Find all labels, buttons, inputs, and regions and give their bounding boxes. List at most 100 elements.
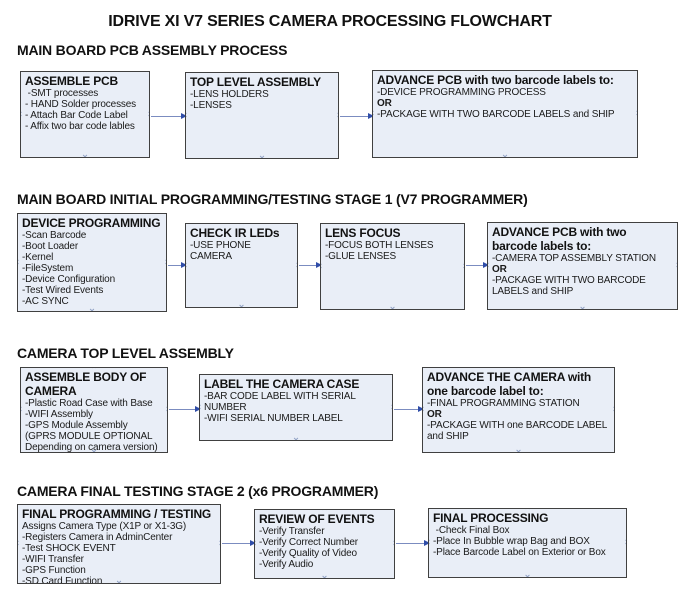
box-line: OR xyxy=(377,98,392,109)
connection-point-icon: × xyxy=(164,405,167,414)
box-line: -Place In Bubble wrap Bag and BOX xyxy=(433,536,590,547)
flow-arrow xyxy=(222,540,256,546)
connection-point-icon: × xyxy=(146,109,149,119)
connection-point-icon: × xyxy=(461,261,464,271)
box-line: -PACKAGE WITH TWO BARCODE LABELS and SHI… xyxy=(377,109,615,120)
box-line: -Boot Loader xyxy=(22,241,79,252)
box-review-of-events: REVIEW OF EVENTS -Verify Transfer -Verif… xyxy=(254,509,395,579)
arrowhead-icon xyxy=(181,113,187,119)
page-title: IDRIVE XI V7 SERIES CAMERA PROCESSING FL… xyxy=(108,13,552,30)
flow-arrow xyxy=(299,262,322,268)
connection-point-icon: × xyxy=(502,152,508,158)
box-line: - HAND Solder processes xyxy=(25,99,137,110)
flow-arrow xyxy=(151,113,187,119)
box-line: -Kernel xyxy=(22,252,54,263)
connection-point-icon: × xyxy=(389,304,396,310)
box-title: LABEL THE CAMERA CASE xyxy=(204,377,360,391)
box-title: ADVANCE PCB with two barcode labels to: xyxy=(492,225,627,253)
arrowhead-icon xyxy=(483,262,489,268)
box-line: -USE PHONE CAMERA xyxy=(190,240,254,262)
box-line: -PACKAGE WITH one BARCODE LABEL and SHIP xyxy=(427,420,610,442)
arrowhead-icon xyxy=(368,113,374,119)
box-line: Depending on camera version) xyxy=(25,442,158,453)
box-line: -GLUE LENSES xyxy=(325,251,397,262)
box-line: -FileSystem xyxy=(22,263,74,274)
box-final-programming-testing: FINAL PROGRAMMING / TESTING Assigns Came… xyxy=(17,504,221,584)
connection-point-icon: × xyxy=(200,402,203,412)
connection-point-icon: × xyxy=(163,257,166,267)
box-line: -AC SYNC xyxy=(22,296,69,307)
box-line: -Test SHOCK EVENT xyxy=(22,543,116,554)
connection-point-icon: × xyxy=(21,405,24,414)
box-advance-pcb-2: ADVANCE PCB with two barcode labels to: … xyxy=(487,222,678,310)
box-line: -LENSES xyxy=(190,100,232,111)
box-line: - Attach Bar Code Label xyxy=(25,110,128,121)
box-device-programming: DEVICE PROGRAMMING -Scan Barcode -Boot L… xyxy=(17,213,167,312)
box-title: TOP LEVEL ASSEMBLY xyxy=(190,75,321,89)
box-assemble-body: ASSEMBLE BODY OF CAMERA -Plastic Road Ca… xyxy=(20,367,168,453)
box-line: -Scan Barcode xyxy=(22,230,87,241)
box-top-level-assembly: TOP LEVEL ASSEMBLY -LENS HOLDERS -LENSES… xyxy=(185,72,339,159)
connection-point-icon: × xyxy=(293,435,299,441)
box-line: Assigns Camera Type (X1P or X1-3G) xyxy=(22,521,187,532)
arrowhead-icon xyxy=(424,540,430,546)
connection-point-icon: × xyxy=(186,110,189,120)
box-advance-camera: ADVANCE THE CAMERA with one barcode labe… xyxy=(422,367,615,453)
box-title: FINAL PROCESSING xyxy=(433,511,549,525)
section-heading-final-testing: CAMERA FINAL TESTING STAGE 2 (x6 PROGRAM… xyxy=(17,483,379,499)
connection-point-icon: × xyxy=(18,539,21,548)
box-line: (GPRS MODULE OPTIONAL xyxy=(25,431,153,442)
box-line: -GPS Module Assembly xyxy=(25,420,128,431)
box-line: -FOCUS BOTH LENSES xyxy=(325,240,434,251)
section-heading-pcb-assembly: MAIN BOARD PCB ASSEMBLY PROCESS xyxy=(17,42,288,58)
flow-arrow xyxy=(340,113,374,119)
connection-point-icon: × xyxy=(524,572,531,578)
box-line: -Registers Camera in AdminCenter xyxy=(22,532,173,543)
section-heading-camera-top-assembly: CAMERA TOP LEVEL ASSEMBLY xyxy=(17,345,234,361)
box-line: -PACKAGE WITH TWO BARCODE LABELS and SHI… xyxy=(492,275,649,297)
box-line: -Verify Correct Number xyxy=(259,537,358,548)
connection-point-icon: × xyxy=(238,302,245,308)
box-line: -FINAL PROGRAMMING STATION xyxy=(427,398,580,409)
box-line: -SMT processes xyxy=(25,88,99,99)
box-line: -Verify Transfer xyxy=(259,526,325,537)
connection-point-icon: × xyxy=(579,304,586,310)
box-line: -Plastic Road Case with Base xyxy=(25,398,153,409)
box-title: ADVANCE THE CAMERA with one barcode labe… xyxy=(427,370,592,398)
box-line: -Verify Quality of Video xyxy=(259,548,357,559)
box-line: -Verify Audio xyxy=(259,559,314,570)
box-title: REVIEW OF EVENTS xyxy=(259,512,375,526)
box-line: -Check Final Box xyxy=(433,525,510,536)
box-advance-pcb-1: ADVANCE PCB with two barcode labels to: … xyxy=(372,70,638,158)
connection-point-icon: × xyxy=(515,447,522,453)
flow-arrow xyxy=(466,262,489,268)
connection-point-icon: × xyxy=(634,109,637,118)
box-check-ir-leds: CHECK IR LEDs -USE PHONE CAMERA ×××× xyxy=(185,223,298,308)
arrowhead-icon xyxy=(250,540,256,546)
connection-point-icon: × xyxy=(89,306,95,312)
connection-point-icon: × xyxy=(259,153,265,159)
box-line: - Affix two bar code lables xyxy=(25,121,135,132)
box-label-camera-case: LABEL THE CAMERA CASE -BAR CODE LABEL WI… xyxy=(199,374,393,441)
flow-arrow xyxy=(168,262,187,268)
box-line: -DEVICE PROGRAMMING PROCESS xyxy=(377,87,546,98)
connection-point-icon: × xyxy=(611,405,614,414)
connection-point-icon: × xyxy=(423,405,426,414)
box-line: -Place Barcode Label on Exterior or Box xyxy=(433,547,606,558)
box-line: -GPS Function xyxy=(22,565,86,576)
connection-point-icon: × xyxy=(18,257,21,267)
box-line: -CAMERA TOP ASSEMBLY STATION xyxy=(492,253,656,264)
connection-point-icon: × xyxy=(321,261,324,271)
box-title: CHECK IR LEDs xyxy=(190,226,280,240)
box-line: -BAR CODE LABEL WITH SERIAL NUMBER xyxy=(204,391,358,413)
box-line: -Test Wired Events xyxy=(22,285,104,296)
connection-point-icon: × xyxy=(373,109,376,118)
section-heading-initial-programming: MAIN BOARD INITIAL PROGRAMMING/TESTING S… xyxy=(17,191,528,207)
connection-point-icon: × xyxy=(82,152,88,158)
arrowhead-icon xyxy=(316,262,322,268)
box-line: OR xyxy=(427,409,442,420)
connection-point-icon: × xyxy=(186,260,189,270)
connection-point-icon: × xyxy=(321,573,328,579)
connection-point-icon: × xyxy=(391,539,394,548)
box-title: LENS FOCUS xyxy=(325,226,401,240)
